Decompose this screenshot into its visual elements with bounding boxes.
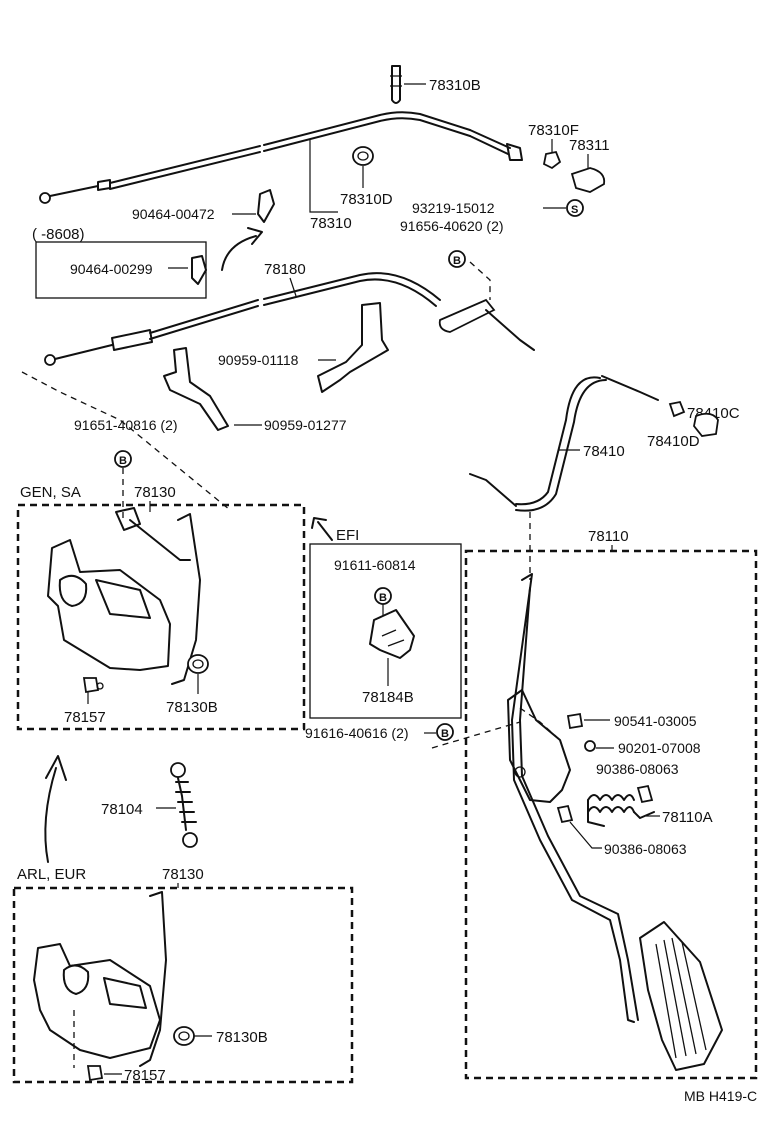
throttle-cable-78180 <box>44 272 535 366</box>
cap-78410C-icon <box>693 412 719 437</box>
label-93219-15012: 93219-15012 <box>412 200 495 216</box>
bushing-90386-08063-a-icon <box>636 784 654 804</box>
accelerator-cable-78310 <box>39 111 523 204</box>
label-78130-arl: 78130 <box>162 866 204 883</box>
cap-78311-icon <box>570 167 606 193</box>
label-78110: 78110 <box>588 528 629 545</box>
label-78410: 78410 <box>583 443 625 460</box>
label-90541-03005: 90541-03005 <box>614 713 697 729</box>
cable-78410 <box>469 375 659 512</box>
arrow-arl-eur-icon <box>44 755 67 863</box>
pedal-lever-78110-icon <box>507 573 639 1023</box>
callout-b-icon-1: B <box>448 250 466 268</box>
label-78310: 78310 <box>310 215 352 232</box>
label-91651-40816: 91651-40816 (2) <box>74 417 178 433</box>
pedal-bracket-78130-arl-icon <box>33 891 167 1067</box>
bushing-78130B-gen-icon <box>187 654 209 674</box>
callout-s-icon: S <box>566 199 584 217</box>
svg-text:B: B <box>453 255 461 267</box>
callout-b-icon-3: B <box>374 587 392 605</box>
label-91611-60814: 91611-60814 <box>334 557 416 573</box>
arl-eur-box <box>12 886 354 1084</box>
label-78310F: 78310F <box>528 122 579 139</box>
label-78311: 78311 <box>569 137 610 154</box>
label-78157-arl: 78157 <box>124 1067 166 1084</box>
clamp-90464-00299-icon <box>191 255 207 285</box>
bushing-90386-08063-b-icon <box>556 804 574 824</box>
label-90464-00299: 90464-00299 <box>70 261 153 277</box>
label-78410D: 78410D <box>647 433 700 450</box>
label-78310D: 78310D <box>340 191 393 208</box>
label-78157-gen: 78157 <box>64 709 106 726</box>
spring-78110A-icon <box>587 794 655 827</box>
bracket-90959-01277-icon <box>163 347 229 431</box>
label-90386-08063-b: 90386-08063 <box>604 841 687 857</box>
svg-text:B: B <box>441 728 449 740</box>
label-gen-sa: GEN, SA <box>20 484 81 501</box>
callout-b-icon-4: B <box>436 723 454 741</box>
label-90959-01277: 90959-01277 <box>264 417 347 433</box>
bolt-78157-gen-icon <box>82 677 104 694</box>
clip-78310B-icon <box>390 65 402 104</box>
label-91616-40616: 91616-40616 (2) <box>305 725 409 741</box>
label-78130B-arl: 78130B <box>216 1029 268 1046</box>
arrow-supersession-icon <box>221 227 263 271</box>
callout-b-icon-2: B <box>114 450 132 468</box>
arrow-efi-icon <box>311 517 333 541</box>
nut-78310F-icon <box>542 150 562 170</box>
label-78110A: 78110A <box>662 809 713 826</box>
pedal-pad-icon <box>639 921 723 1071</box>
bracket-78184B-icon <box>369 609 415 659</box>
label-date-range: ( -8608) <box>32 226 85 243</box>
label-efi: EFI <box>336 527 359 544</box>
svg-text:B: B <box>379 592 387 604</box>
bushing-78130B-arl-icon <box>173 1026 195 1046</box>
label-90386-08063-a: 90386-08063 <box>596 761 679 777</box>
clamp-90464-00472-icon <box>257 189 275 223</box>
label-78104: 78104 <box>101 801 143 818</box>
label-78130B-gen: 78130B <box>166 699 218 716</box>
label-78184B: 78184B <box>362 689 414 706</box>
bracket-90959-01118-icon <box>317 302 389 393</box>
efi-box <box>309 543 462 719</box>
label-78310B: 78310B <box>429 77 481 94</box>
label-78130-gen: 78130 <box>134 484 176 501</box>
label-90464-00472: 90464-00472 <box>132 206 215 222</box>
gen-sa-box <box>16 503 306 731</box>
label-arl-eur: ARL, EUR <box>17 866 86 883</box>
accelerator-pedal-box <box>464 549 758 1080</box>
clip-90541-03005-icon <box>566 712 584 730</box>
link-rod-78104-icon <box>170 762 198 848</box>
nut-78410D-icon <box>668 400 686 418</box>
grommet-78310D-icon <box>352 146 374 166</box>
diagram-id: MB H419-C <box>684 1088 757 1104</box>
label-91656-40620: 91656-40620 (2) <box>400 218 504 234</box>
svg-text:S: S <box>571 204 578 216</box>
svg-text:B: B <box>119 455 127 467</box>
label-90201-07008: 90201-07008 <box>618 740 701 756</box>
label-78180: 78180 <box>264 261 306 278</box>
label-90959-01118: 90959-01118 <box>218 352 299 368</box>
pedal-bracket-78130-gen-icon <box>47 507 201 685</box>
bolt-78157-arl-icon <box>86 1065 104 1082</box>
nut-90201-07008-icon <box>584 740 596 752</box>
